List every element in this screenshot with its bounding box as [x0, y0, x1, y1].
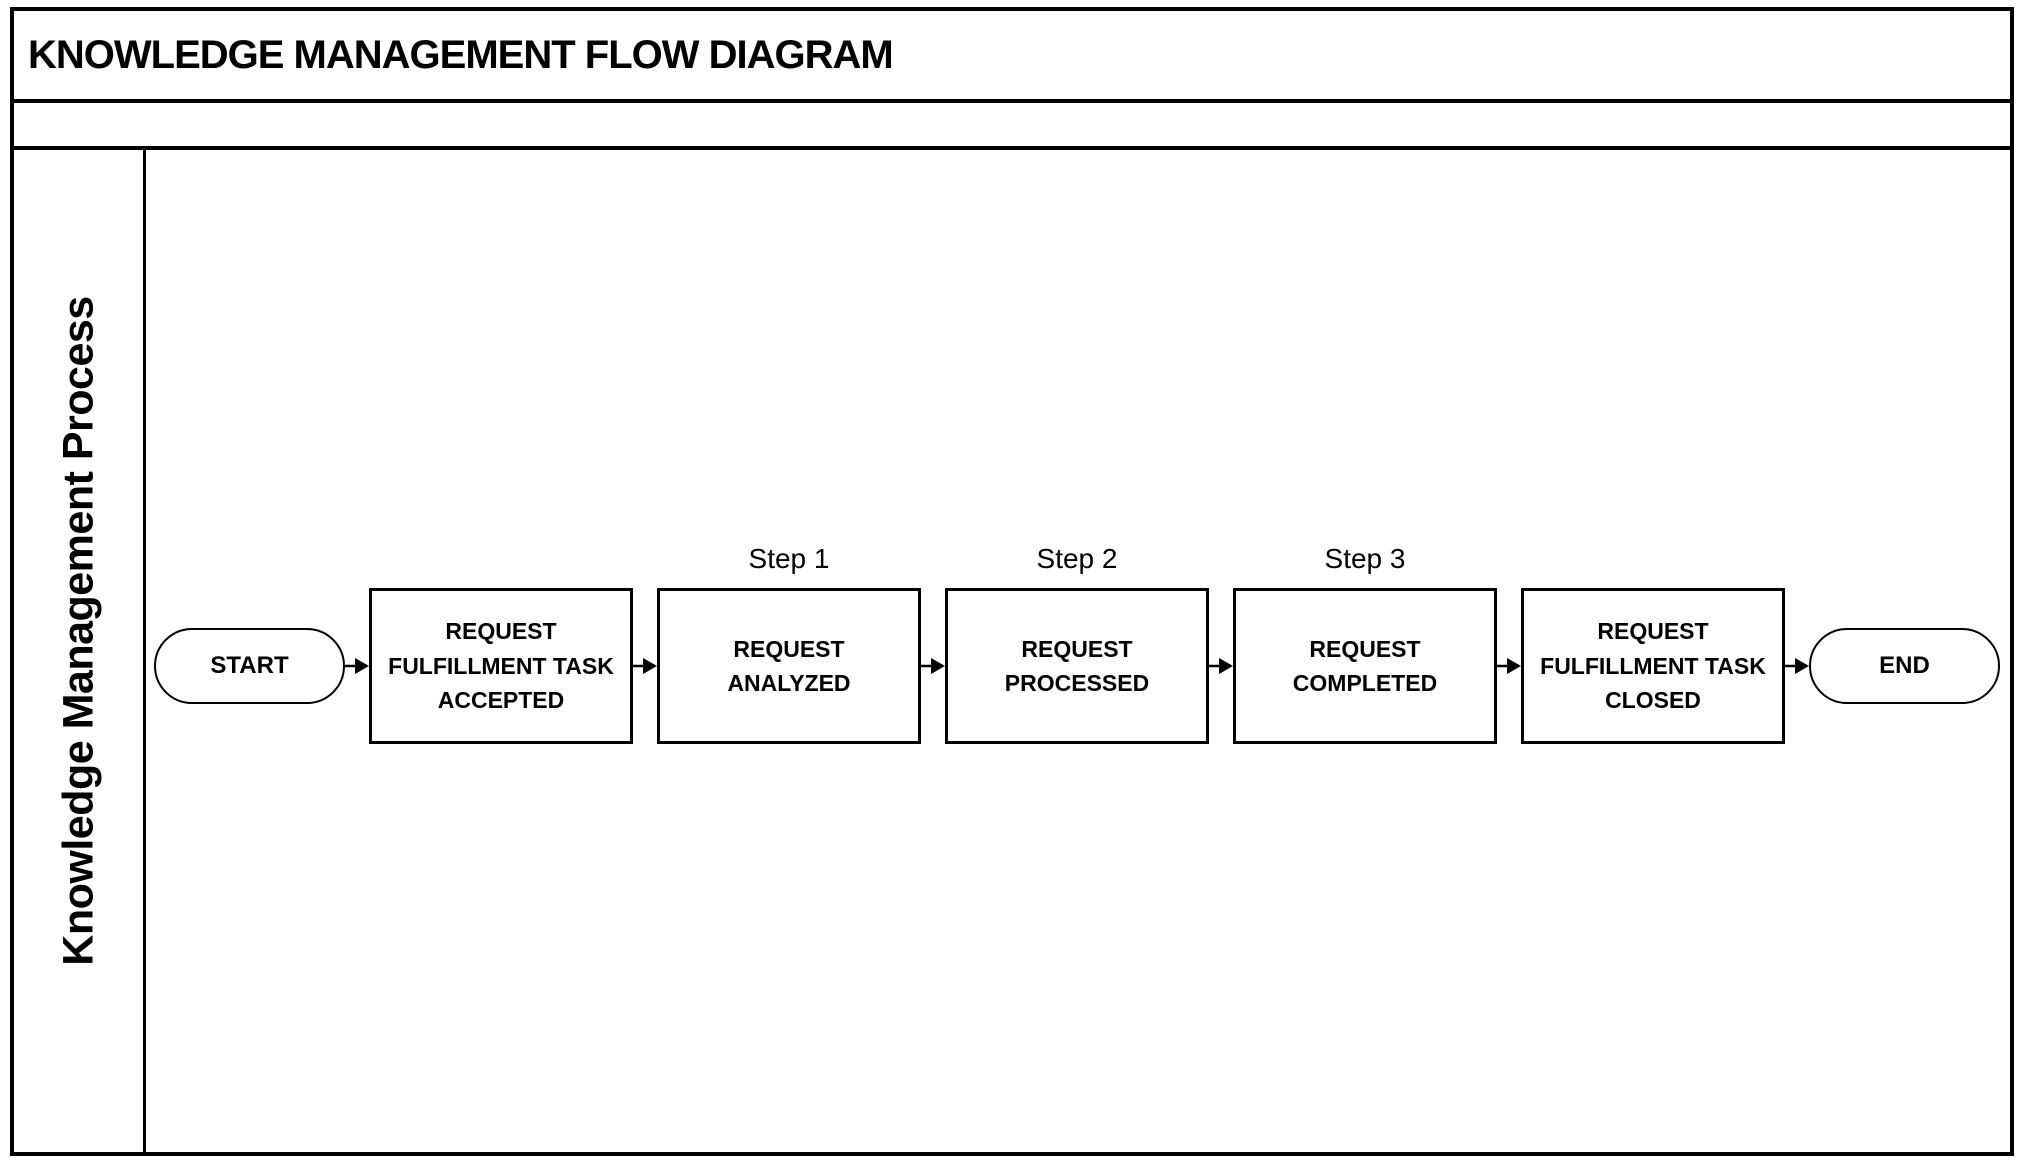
- process-box-label: REQUEST ANALYZED: [657, 588, 921, 744]
- process-box-label: REQUEST FULFILLMENT TASK ACCEPTED: [369, 588, 633, 744]
- end-label: END: [1879, 652, 1930, 679]
- step-label: Step 2: [1036, 543, 1118, 574]
- arrow-right-icon: [1785, 658, 1809, 674]
- spacer-band: [14, 103, 2010, 150]
- start-label: START: [210, 652, 289, 679]
- diagram-frame: KNOWLEDGE MANAGEMENT FLOW DIAGRAM Knowle…: [10, 7, 2014, 1156]
- arrow-right-icon: [921, 658, 945, 674]
- arrow-right-icon: [1209, 658, 1233, 674]
- lane-content: START REQUEST FULFILLMENT TASK ACCEPTED …: [146, 150, 2010, 1152]
- arrow-right-icon: [633, 658, 657, 674]
- step-label: Step 3: [1324, 543, 1406, 574]
- flow-row: START REQUEST FULFILLMENT TASK ACCEPTED …: [146, 543, 2010, 744]
- process-box-label: REQUEST COMPLETED: [1233, 588, 1497, 744]
- process-node-request-completed: Step 3 REQUEST COMPLETED: [1233, 543, 1497, 744]
- lane-label-column: Knowledge Management Process: [14, 150, 146, 1152]
- process-node-request-processed: Step 2 REQUEST PROCESSED: [945, 543, 1209, 744]
- start-terminator: START: [154, 628, 345, 704]
- process-node-task-accepted: REQUEST FULFILLMENT TASK ACCEPTED: [369, 588, 633, 744]
- end-terminator: END: [1809, 628, 2000, 704]
- process-box-label: REQUEST PROCESSED: [945, 588, 1209, 744]
- process-box-label: REQUEST FULFILLMENT TASK CLOSED: [1521, 588, 1785, 744]
- process-node-task-closed: REQUEST FULFILLMENT TASK CLOSED: [1521, 588, 1785, 744]
- page-title: KNOWLEDGE MANAGEMENT FLOW DIAGRAM: [28, 32, 894, 77]
- title-band: KNOWLEDGE MANAGEMENT FLOW DIAGRAM: [14, 11, 2010, 103]
- arrow-right-icon: [1497, 658, 1521, 674]
- lane-label: Knowledge Management Process: [54, 296, 102, 966]
- step-label: Step 1: [748, 543, 830, 574]
- process-node-request-analyzed: Step 1 REQUEST ANALYZED: [657, 543, 921, 744]
- arrow-right-icon: [345, 658, 369, 674]
- swimlane: Knowledge Management Process START REQUE…: [14, 150, 2010, 1152]
